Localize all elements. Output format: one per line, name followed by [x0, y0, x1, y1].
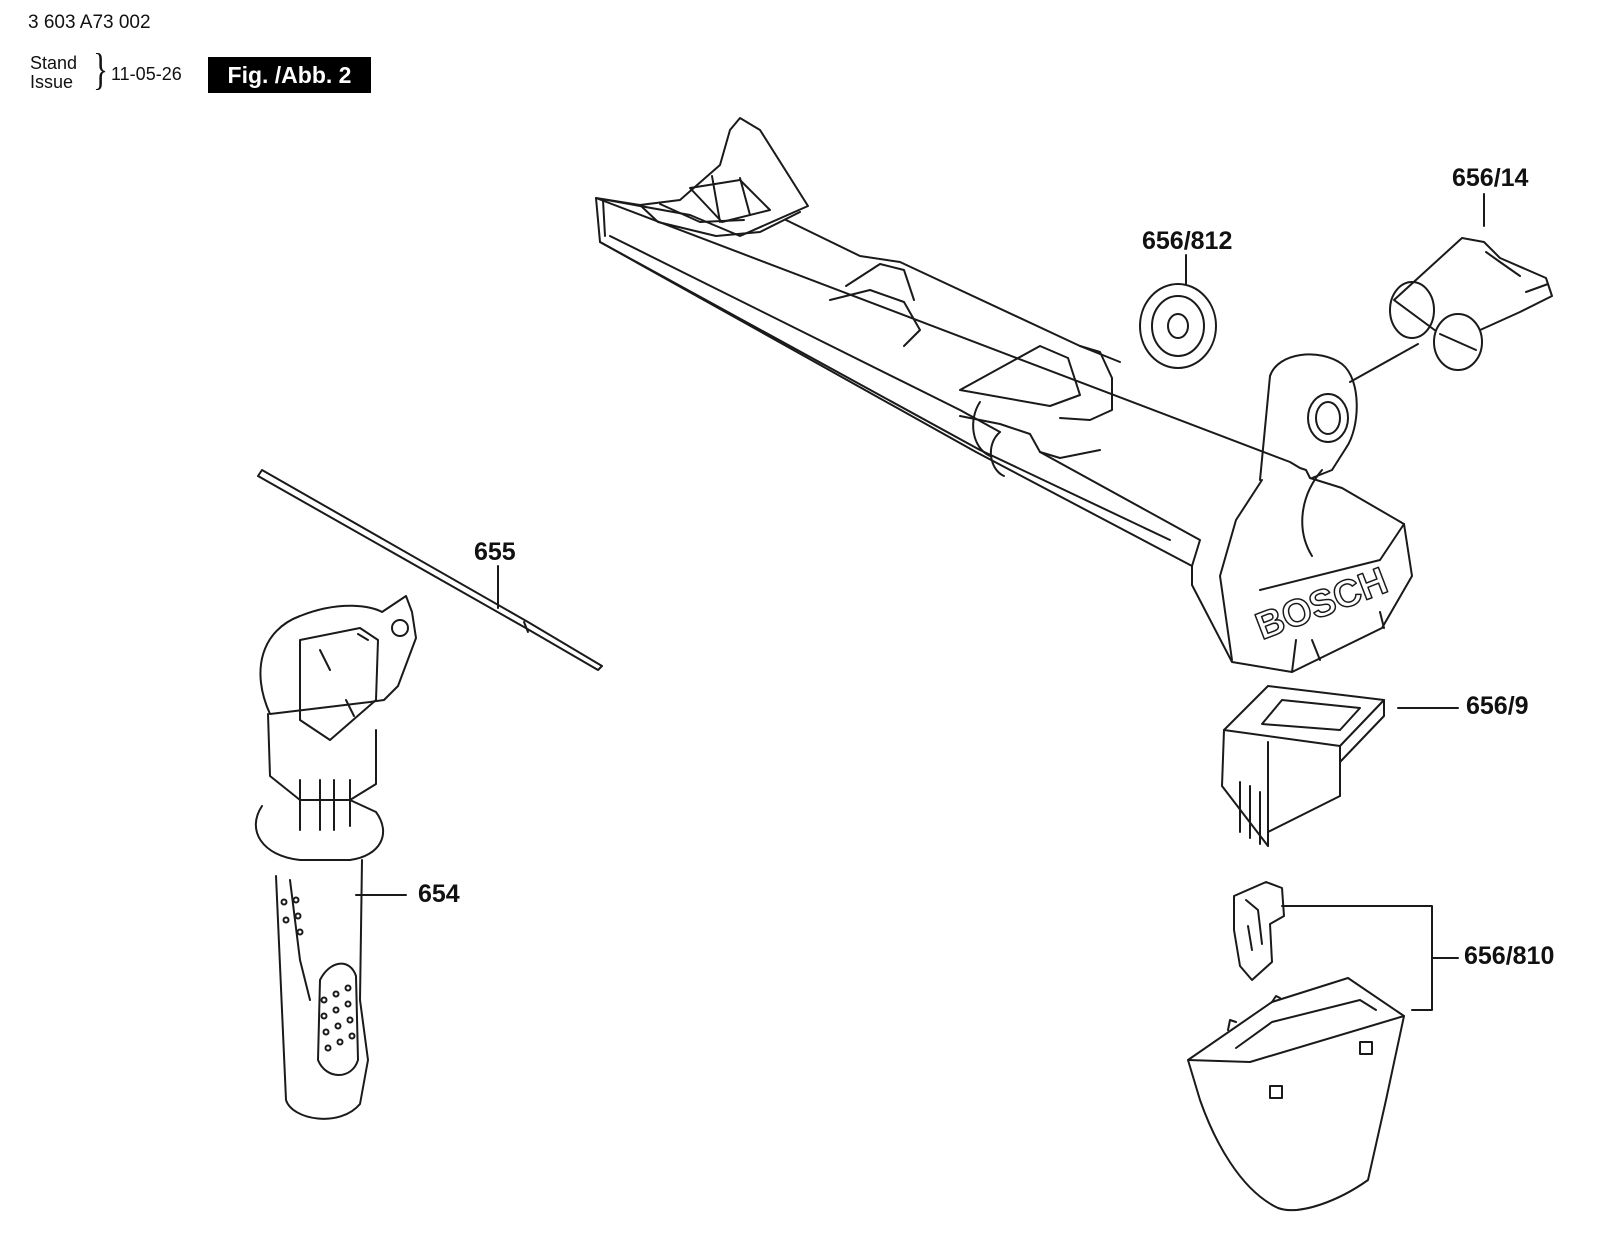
dust-filter — [1221, 685, 1459, 847]
issue-date: 11-05-26 — [111, 64, 182, 84]
dust-extraction-body — [595, 117, 1413, 673]
figure-label: Fig. /Abb. 2 — [208, 57, 371, 93]
part-label-655: 655 — [474, 538, 516, 566]
dust-container-set — [1187, 881, 1459, 1212]
part-label-654: 654 — [418, 880, 460, 908]
round-seal — [1139, 254, 1217, 369]
part-label-656-810: 656/810 — [1464, 942, 1555, 970]
issue-label: Issue — [30, 72, 74, 92]
bosch-logo-text: BOSCH — [1250, 560, 1393, 648]
document-number: 3 603 A73 002 — [28, 12, 151, 33]
part-label-656-812: 656/812 — [1142, 227, 1233, 255]
auxiliary-handle — [254, 595, 417, 1120]
clamp-lever — [1349, 193, 1553, 383]
brace-symbol: } — [93, 45, 108, 94]
part-label-656-14: 656/14 — [1452, 164, 1529, 192]
bosch-logo: BOSCH — [1249, 559, 1394, 649]
depth-rod — [257, 469, 603, 671]
part-label-656-9: 656/9 — [1466, 692, 1529, 720]
stand-issue-labels: Stand Issue — [30, 54, 77, 92]
stand-label: Stand — [30, 53, 78, 73]
